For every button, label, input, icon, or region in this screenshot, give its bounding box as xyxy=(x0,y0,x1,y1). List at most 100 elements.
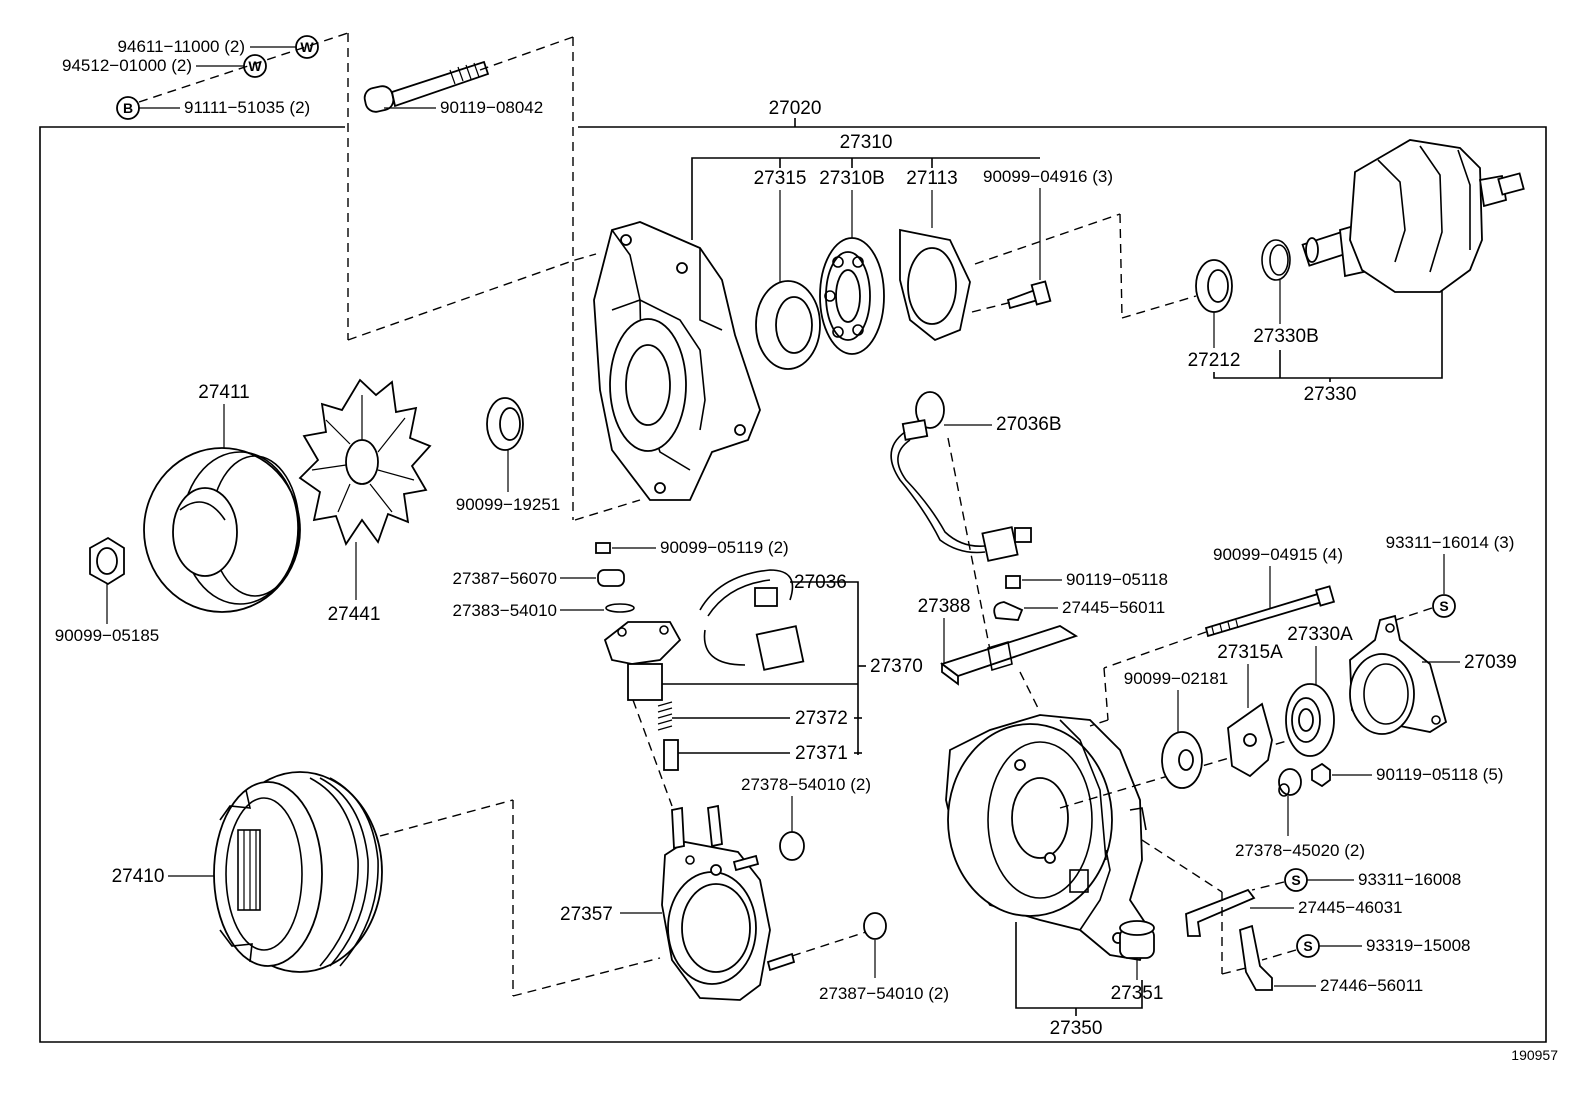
label-27036b: 27036B xyxy=(996,414,1062,435)
label-27387-54010: 27387−54010 (2) xyxy=(819,984,949,1003)
label-27445-46031: 27445−46031 xyxy=(1298,898,1402,917)
pulley-27411 xyxy=(143,447,301,613)
fan-27441 xyxy=(298,378,432,546)
label-90099-05185: 90099−05185 xyxy=(55,626,159,645)
stator-27410 xyxy=(213,771,383,973)
bolt-90099-04915 xyxy=(1204,585,1336,638)
top-left-hardware: 94611−11000 (2) W 94512−01000 (2) W B 91… xyxy=(62,32,576,520)
label-90099-05119: 90099−05119 (2) xyxy=(660,538,789,557)
wire-27036b-group: 27036B 90119−05118 27445−56011 27388 xyxy=(890,391,1168,713)
washer-w-symbol-2 xyxy=(243,54,267,78)
rotor-group: 27212 27330B 27330 xyxy=(1188,139,1525,405)
label-27212: 27212 xyxy=(1188,350,1241,371)
label-27387-56070: 27387−56070 xyxy=(453,569,557,588)
nut-90119-05118 xyxy=(1005,575,1021,589)
label-90099-02181: 90099−02181 xyxy=(1124,669,1228,688)
washer-90099-02181 xyxy=(1161,731,1203,789)
label-27371: 27371 xyxy=(795,743,848,764)
bearing-27310b xyxy=(819,237,885,355)
rotor-27330 xyxy=(1301,139,1525,293)
nut-90119-05118-5 xyxy=(1311,762,1331,788)
label-27446-56011: 27446−56011 xyxy=(1320,976,1423,995)
brush-27371 xyxy=(663,739,679,771)
seal-27383-54010 xyxy=(605,603,635,613)
label-27370: 27370 xyxy=(870,656,923,677)
label-27372: 27372 xyxy=(795,708,848,729)
insulator-27378-54010 xyxy=(779,831,805,861)
label-93311-16014: 93311−16014 (3) xyxy=(1386,533,1515,552)
insulator-27445-56011 xyxy=(993,601,1024,621)
rectifier-holder-group: 27357 27387−54010 (2) xyxy=(560,804,949,1003)
rectifier-end-frame-27350 xyxy=(945,714,1151,962)
insulator-27387-54010 xyxy=(863,912,887,940)
wire-27036b xyxy=(890,391,1032,562)
cover-27387-56070 xyxy=(597,569,625,587)
pulley-fan-group: 27411 90099−05185 27441 xyxy=(55,378,560,645)
rectifier-holder-27357 xyxy=(661,804,796,1001)
insulator-27378-45020 xyxy=(1278,768,1302,797)
bolt-symbol: B xyxy=(123,100,133,116)
diagram-id: 190957 xyxy=(1511,1047,1558,1063)
spring-27372 xyxy=(657,701,673,731)
washer-symbol-2: W xyxy=(248,58,262,74)
label-27330: 27330 xyxy=(1304,384,1357,405)
regulator-27036 xyxy=(603,569,805,701)
screw-90099-05119 xyxy=(595,542,611,554)
label-27388: 27388 xyxy=(918,596,971,617)
special-symbol-3: S xyxy=(1303,938,1312,954)
bearing-cover-27039 xyxy=(1349,614,1448,735)
nut-90099-05185 xyxy=(89,536,125,586)
label-91111-51035: 91111−51035 (2) xyxy=(184,98,310,117)
label-90099-04916: 90099−04916 (3) xyxy=(983,167,1113,186)
ring-27330b xyxy=(1261,239,1291,281)
label-27445-56011: 27445−56011 xyxy=(1062,598,1165,617)
label-27383-54010: 27383−54010 xyxy=(453,601,557,620)
through-bolt-90119-08042 xyxy=(363,60,490,113)
bushing-27351 xyxy=(1119,920,1155,959)
label-94512-01000: 94512−01000 (2) xyxy=(62,56,192,75)
label-27357: 27357 xyxy=(560,904,613,925)
bearing-27212 xyxy=(1195,259,1233,313)
assembly-frame: 27020 xyxy=(39,98,1547,1043)
label-27310: 27310 xyxy=(840,132,893,153)
stator-group: 27410 xyxy=(112,771,661,997)
label-27315: 27315 xyxy=(754,168,807,189)
label-27378-45020: 27378−45020 (2) xyxy=(1235,841,1365,860)
label-93319-15008: 93319−15008 xyxy=(1366,936,1470,955)
terminal-27445-46031 xyxy=(1185,888,1256,937)
label-27350: 27350 xyxy=(1050,1018,1103,1039)
label-27441: 27441 xyxy=(328,604,381,625)
washer-w-symbol-1 xyxy=(295,35,319,59)
label-90099-04915: 90099−04915 (4) xyxy=(1213,545,1343,564)
washer-symbol-1: W xyxy=(300,39,314,55)
label-27113: 27113 xyxy=(906,168,957,189)
spacer-27315 xyxy=(755,280,821,370)
right-hardware-group: 90099−04915 (4) 93311−16014 (3) S 27315A… xyxy=(1089,533,1517,995)
label-90119-05118: 90119−05118 xyxy=(1066,570,1168,589)
terminal-insulator-27388 xyxy=(940,625,1079,686)
drive-end-frame-group: 27310 27315 27310B 27113 90099−04916 (3) xyxy=(574,132,1197,521)
terminal-27446-56011 xyxy=(1239,924,1273,991)
label-27330a: 27330A xyxy=(1287,624,1353,645)
label-27411: 27411 xyxy=(198,382,249,403)
label-90119-08042: 90119−08042 xyxy=(440,98,543,117)
brush-holder-group: 90099−05119 (2) 27387−56070 27383−54010 … xyxy=(453,538,923,861)
cover-plate-27315a xyxy=(1227,702,1273,778)
label-27020: 27020 xyxy=(769,98,822,119)
special-symbol-2: S xyxy=(1291,872,1300,888)
label-27039: 27039 xyxy=(1464,652,1517,673)
label-27351: 27351 xyxy=(1111,983,1164,1004)
label-90099-19251: 90099−19251 xyxy=(456,495,560,514)
label-27036: 27036 xyxy=(794,572,847,593)
label-90119-05118-5: 90119−05118 (5) xyxy=(1376,765,1503,784)
label-27315a: 27315A xyxy=(1217,642,1283,663)
label-27310b: 27310B xyxy=(819,168,885,189)
drive-end-frame xyxy=(593,221,761,501)
special-symbol-1: S xyxy=(1439,598,1448,614)
bearing-27330a xyxy=(1285,683,1335,757)
label-94611-11000: 94611−11000 (2) xyxy=(118,37,245,56)
label-93311-16008: 93311−16008 xyxy=(1358,870,1461,889)
label-27378-54010: 27378−54010 (2) xyxy=(741,775,871,794)
